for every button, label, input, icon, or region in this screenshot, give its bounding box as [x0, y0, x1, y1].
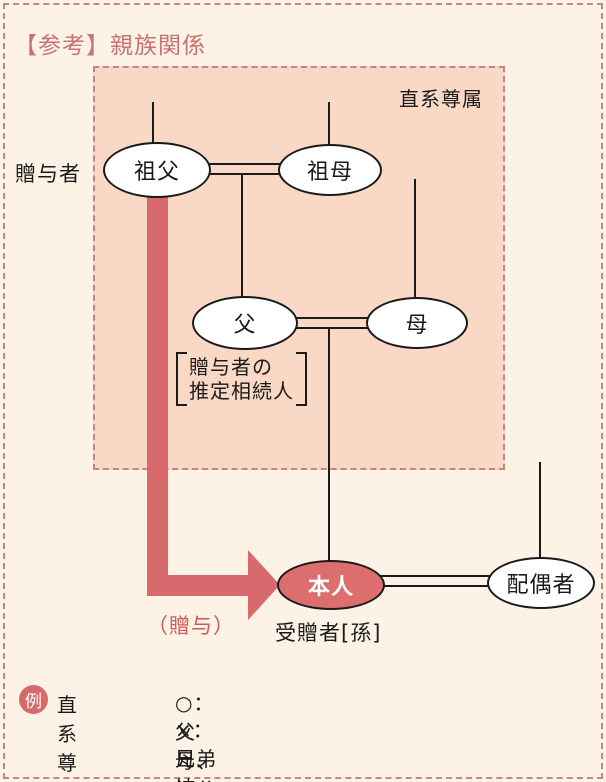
- node-spouse-label: 配偶者: [506, 573, 576, 598]
- spouse-ancestry-line: [539, 462, 541, 558]
- legend-included-line: ○：父母、祖父母、養父母: [175, 691, 217, 782]
- donor-label: 贈与者: [15, 162, 81, 186]
- example-badge: 例: [19, 685, 48, 714]
- presumed-heir-note-line2: 推定相続人: [189, 379, 294, 403]
- gift-arrow-horizontal-bar: [147, 575, 248, 596]
- gift-label: （贈与）: [147, 614, 235, 638]
- recipient-label: 受贈者[孫]: [275, 621, 382, 645]
- direct-ancestors-box-label: 直系尊属: [399, 87, 483, 111]
- mother-ancestry-line: [414, 179, 416, 298]
- grandparents-marriage-line-bottom: [206, 173, 282, 175]
- node-father: 父: [192, 296, 298, 350]
- legend-term: 直系尊属: [57, 693, 78, 782]
- node-grandmother-label: 祖母: [306, 160, 353, 185]
- page-title: 【参考】親族関係: [14, 33, 206, 59]
- node-spouse: 配偶者: [487, 557, 595, 609]
- node-self: 本人: [277, 560, 385, 610]
- node-grandmother: 祖母: [278, 144, 382, 196]
- node-father-label: 父: [233, 313, 257, 338]
- grandmother-ancestry-line: [328, 102, 330, 145]
- gift-arrow-vertical-bar: [147, 195, 168, 596]
- self-spouse-marriage-line-bottom: [380, 585, 492, 587]
- legend-excluded-line: ×：兄弟姉妹、配偶者の父母、伯叔父母: [175, 718, 217, 782]
- node-self-label: 本人: [307, 575, 354, 600]
- grandfather-ancestry-line: [152, 102, 154, 143]
- parents-to-self-line: [328, 328, 330, 561]
- grandparents-marriage-line-top: [206, 163, 282, 165]
- node-mother-label: 母: [405, 313, 429, 338]
- node-grandfather: 祖父: [103, 142, 211, 198]
- grandparents-to-father-line: [241, 174, 243, 297]
- node-mother: 母: [366, 297, 468, 349]
- presumed-heir-note: 贈与者の 推定相続人: [176, 352, 307, 406]
- node-grandfather-label: 祖父: [133, 160, 180, 185]
- self-spouse-marriage-line-top: [380, 575, 492, 577]
- parents-marriage-line-bottom: [292, 327, 370, 329]
- parents-marriage-line-top: [292, 317, 370, 319]
- gift-arrowhead-icon: [248, 550, 280, 620]
- presumed-heir-note-line1: 贈与者の: [189, 355, 273, 379]
